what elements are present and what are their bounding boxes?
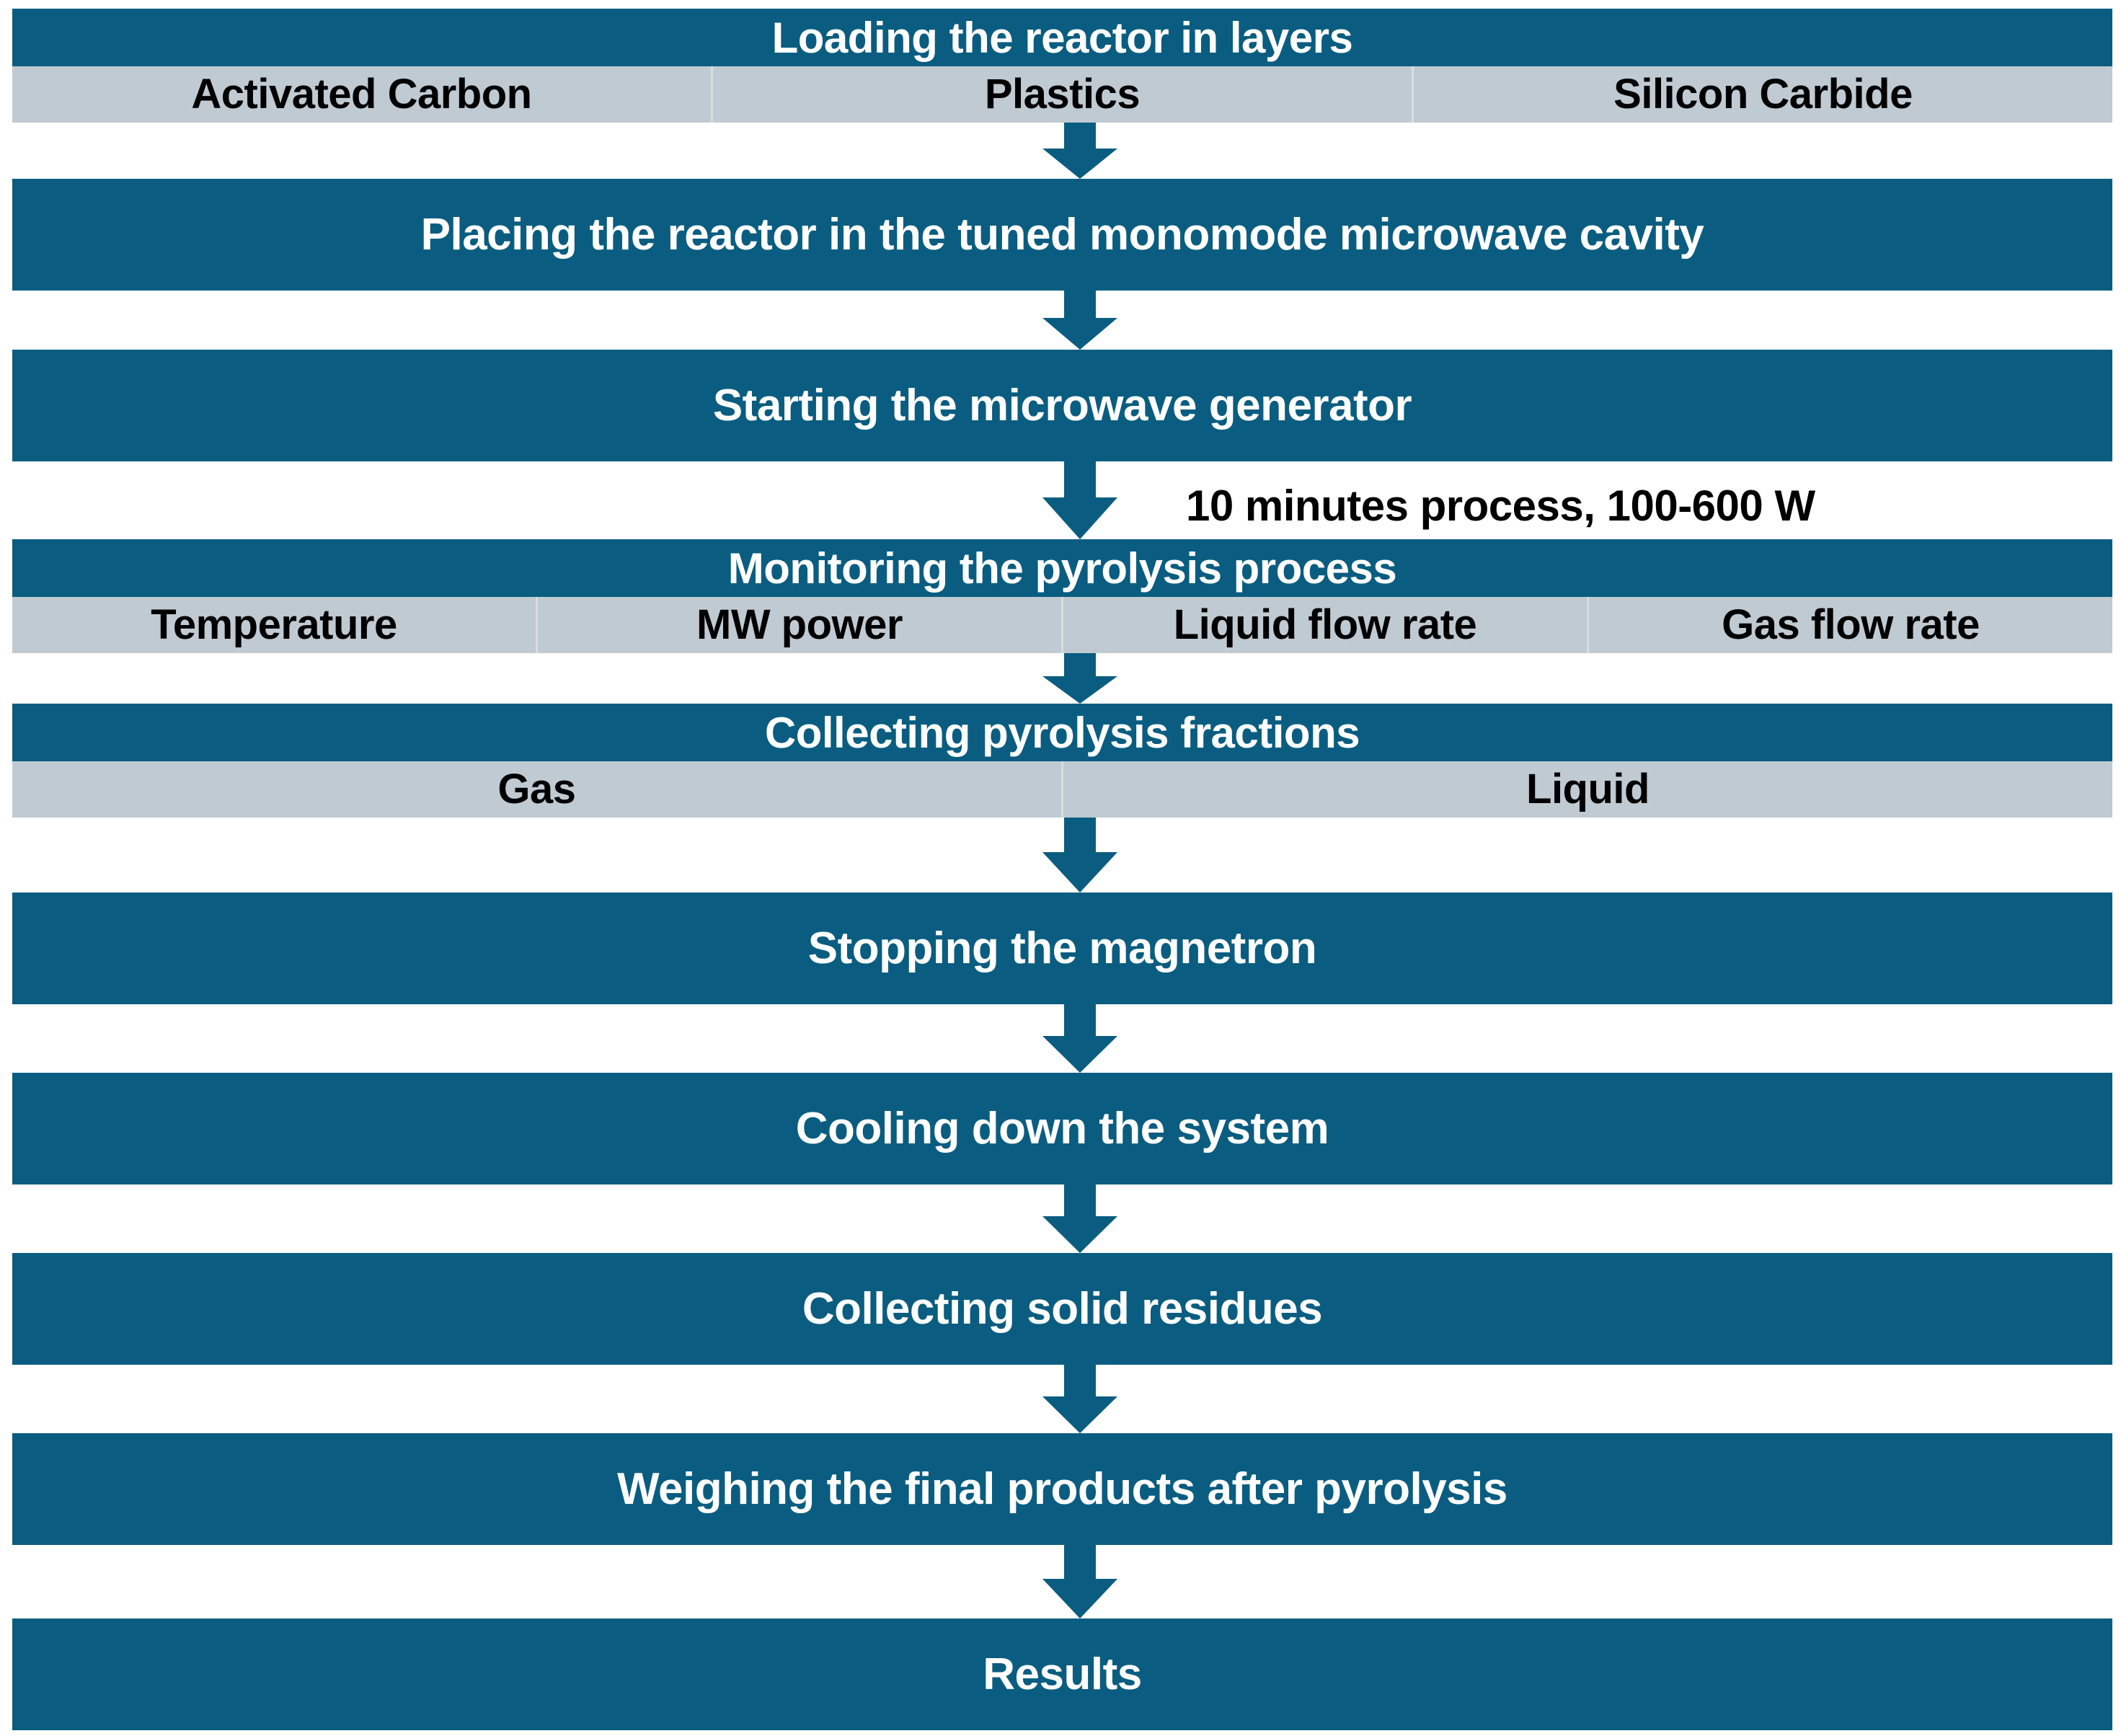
subcell-liquid[interactable]: Liquid <box>1526 766 1650 812</box>
arrow-connector-9 <box>1042 1545 1117 1618</box>
node-header: Weighing the final products after pyroly… <box>12 1433 2112 1545</box>
arrow-connector-6 <box>1042 1004 1117 1073</box>
arrow-connector-5 <box>1042 818 1117 893</box>
flow-node-loading-the-reactor-in-layers[interactable]: Loading the reactor in layers Activated … <box>12 9 2112 123</box>
flow-node-cooling-down-the-system[interactable]: Cooling down the system <box>12 1073 2112 1184</box>
node-title: Placing the reactor in the tuned monomod… <box>420 209 1704 260</box>
node-title: Collecting solid residues <box>802 1283 1323 1334</box>
subcell-gas[interactable]: Gas <box>12 761 1063 818</box>
flow-node-monitoring-the-pyrolysis-process[interactable]: Monitoring the pyrolysis process Tempera… <box>12 539 2112 653</box>
subcell-temperature[interactable]: Temperature <box>12 597 538 653</box>
subcell-silicon-carbide[interactable]: Silicon Carbide <box>1613 71 1913 118</box>
node-title: Results <box>983 1649 1142 1699</box>
flow-node-collecting-solid-residues[interactable]: Collecting solid residues <box>12 1253 2112 1365</box>
node-title: Monitoring the pyrolysis process <box>727 544 1397 593</box>
node-title: Weighing the final products after pyroly… <box>617 1463 1507 1514</box>
subcell-activated-carbon[interactable]: Activated Carbon <box>12 66 713 123</box>
node-header: Placing the reactor in the tuned monomod… <box>12 179 2112 291</box>
arrow-connector-4 <box>1042 653 1117 704</box>
node-subrow: Activated Carbon Plastics Silicon Carbid… <box>12 66 2112 123</box>
arrow-connector-1 <box>1042 123 1117 179</box>
node-title: Cooling down the system <box>795 1103 1329 1153</box>
flow-node-results[interactable]: Results <box>12 1618 2112 1730</box>
node-header: Results <box>12 1618 2112 1730</box>
annotation-process-conditions: 10 minutes process, 100-600 W <box>1186 482 1815 530</box>
node-header: Monitoring the pyrolysis process <box>12 539 2112 597</box>
flow-node-placing-the-reactor[interactable]: Placing the reactor in the tuned monomod… <box>12 179 2112 291</box>
node-title: Stopping the magnetron <box>807 923 1317 973</box>
flow-node-collecting-pyrolysis-fractions[interactable]: Collecting pyrolysis fractions Gas Liqui… <box>12 704 2112 818</box>
arrow-connector-7 <box>1042 1184 1117 1253</box>
flow-node-starting-the-microwave-generator[interactable]: Starting the microwave generator <box>12 350 2112 461</box>
node-header: Stopping the magnetron <box>12 893 2112 1004</box>
node-header: Cooling down the system <box>12 1073 2112 1184</box>
subcell-plastics[interactable]: Plastics <box>713 66 1414 123</box>
node-subrow: Temperature MW power Liquid flow rate Ga… <box>12 597 2112 653</box>
node-title: Starting the microwave generator <box>712 380 1412 430</box>
node-subrow: Gas Liquid <box>12 761 2112 818</box>
arrow-connector-8 <box>1042 1365 1117 1433</box>
flow-node-stopping-the-magnetron[interactable]: Stopping the magnetron <box>12 893 2112 1004</box>
node-title: Loading the reactor in layers <box>771 13 1353 62</box>
node-title: Collecting pyrolysis fractions <box>764 708 1360 757</box>
arrow-connector-2 <box>1042 291 1117 350</box>
subcell-liquid-flow-rate[interactable]: Liquid flow rate <box>1063 597 1589 653</box>
arrow-connector-3 <box>1042 461 1117 539</box>
flow-node-weighing-the-final-products[interactable]: Weighing the final products after pyroly… <box>12 1433 2112 1545</box>
node-header: Collecting pyrolysis fractions <box>12 704 2112 761</box>
subcell-mw-power[interactable]: MW power <box>538 597 1063 653</box>
node-header: Starting the microwave generator <box>12 350 2112 461</box>
node-header: Loading the reactor in layers <box>12 9 2112 66</box>
subcell-gas-flow-rate[interactable]: Gas flow rate <box>1722 601 1980 648</box>
node-header: Collecting solid residues <box>12 1253 2112 1365</box>
